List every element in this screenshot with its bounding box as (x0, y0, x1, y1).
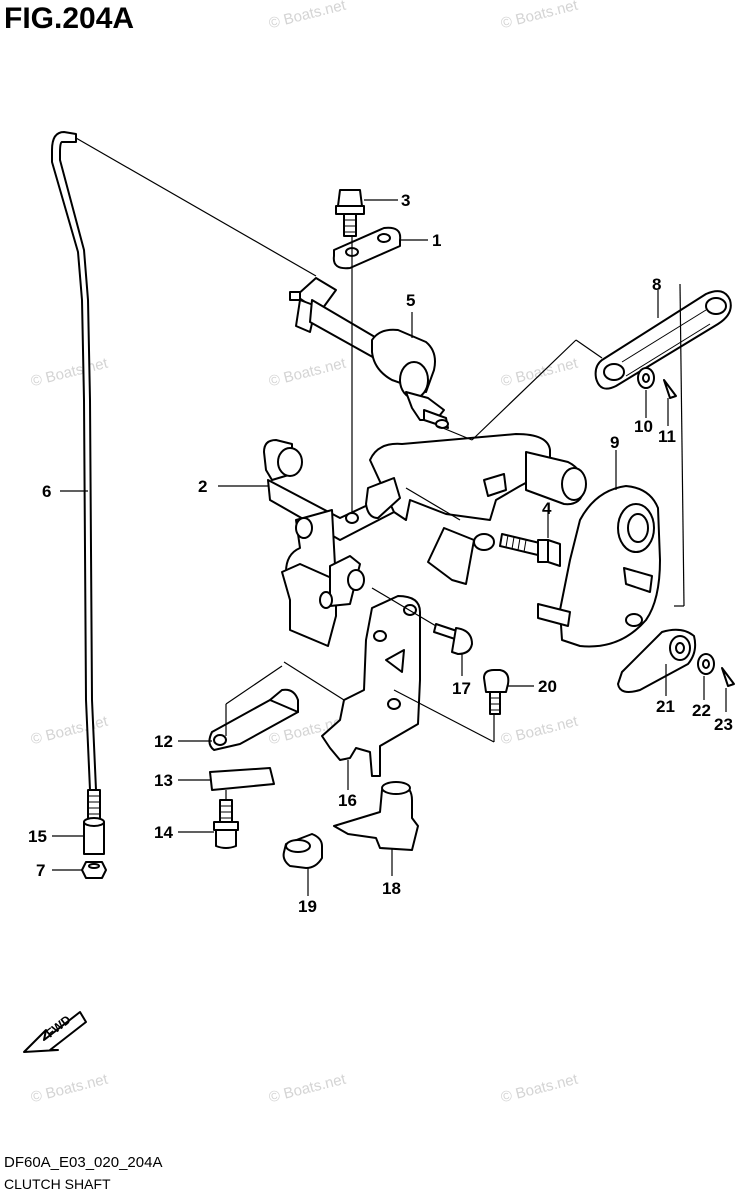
part-23-cotter-pin (721, 667, 735, 687)
callout-23: 23 (714, 715, 733, 734)
part-7-nut (81, 861, 107, 879)
callout-3: 3 (401, 191, 410, 210)
callout-10: 10 (634, 417, 653, 436)
part-1-plate (332, 226, 402, 270)
part-2-shift-bracket (263, 433, 587, 647)
part-13-plate (209, 767, 275, 791)
callout-11: 11 (658, 427, 676, 446)
callout-5: 5 (406, 291, 415, 310)
part-4-bolt (499, 533, 561, 567)
callout-13: 13 (154, 771, 173, 790)
callout-16: 16 (338, 791, 357, 810)
callout-4: 4 (542, 499, 552, 518)
part-20-bolt (483, 669, 510, 715)
callout-12: 12 (154, 732, 173, 751)
fwd-arrow: FWD (23, 1011, 87, 1053)
part-12-lever (208, 688, 299, 751)
part-5-shift-shaft (289, 277, 449, 429)
callout-20: 20 (538, 677, 557, 696)
callout-9: 9 (610, 433, 619, 452)
part-3-bolt (335, 189, 365, 237)
figure-code: DF60A_E03_020_204A (4, 1154, 163, 1171)
callout-14: 14 (154, 823, 173, 842)
callout-21: 21 (656, 697, 675, 716)
callout-8: 8 (652, 275, 661, 294)
part-18-clip (333, 781, 419, 851)
part-8-link-rod (594, 290, 732, 390)
callout-7: 7 (36, 861, 45, 880)
part-9-cover (537, 485, 661, 648)
part-6-clutch-rod (51, 131, 101, 825)
callout-17: 17 (452, 679, 471, 698)
part-11-cotter-pin (663, 379, 677, 399)
part-21-lever (617, 628, 697, 693)
figure-title: FIG.204A (4, 2, 135, 35)
callout-6: 6 (42, 482, 51, 501)
callout-18: 18 (382, 879, 401, 898)
part-22-washer (697, 653, 715, 675)
part-10-washer (637, 367, 655, 389)
part-19-collar (282, 833, 323, 869)
callout-15: 15 (28, 827, 47, 846)
callout-1: 1 (432, 231, 441, 250)
callout-2: 2 (198, 477, 207, 496)
figure-caption: CLUTCH SHAFT (4, 1176, 111, 1192)
part-14-bolt (213, 799, 239, 849)
part-15-spacer (83, 817, 105, 855)
callout-19: 19 (298, 897, 317, 916)
part-16-bracket (321, 595, 421, 777)
part-17-bolt (433, 623, 473, 676)
callout-22: 22 (692, 701, 711, 720)
